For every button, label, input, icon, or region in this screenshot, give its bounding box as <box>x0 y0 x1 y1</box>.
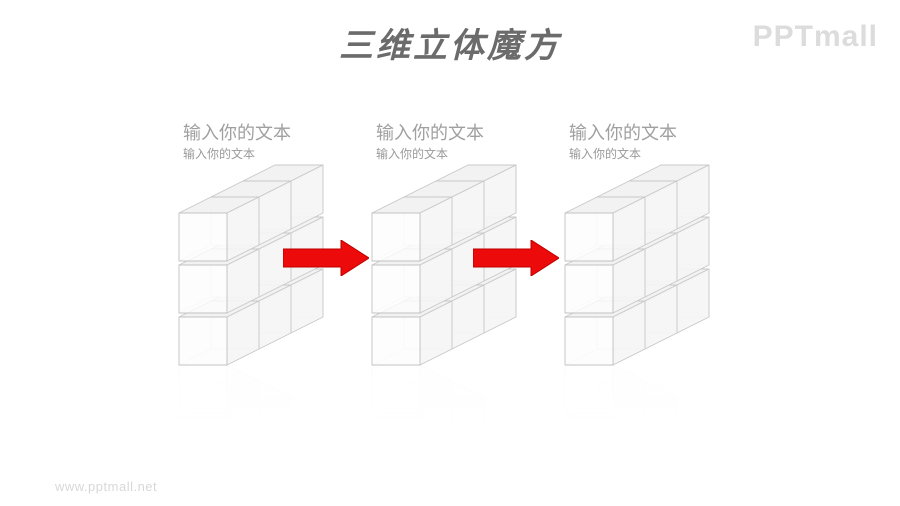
cube-cluster-svg <box>175 164 329 506</box>
right-arrow-1 <box>283 240 369 276</box>
right-arrow-2 <box>473 240 559 276</box>
cube-cluster-svg <box>368 164 522 506</box>
right-arrow-icon <box>283 240 369 276</box>
pptmall-logo: PPTmall <box>752 20 878 53</box>
group-3-heading: 输入你的文本 <box>569 123 677 143</box>
group-1-heading: 输入你的文本 <box>183 123 291 143</box>
group-3-subheading: 输入你的文本 <box>569 147 642 161</box>
group-2-subheading: 输入你的文本 <box>376 147 449 161</box>
group-1-subheading: 输入你的文本 <box>183 147 256 161</box>
cube-cluster-1 <box>175 163 329 506</box>
slide-title: 三维立体魔方 <box>339 27 561 65</box>
group-2-heading: 输入你的文本 <box>376 123 484 143</box>
right-arrow-icon <box>473 240 559 276</box>
cube-cluster-svg <box>561 164 715 506</box>
cube-cluster-2 <box>368 163 522 506</box>
watermark-url: www.pptmall.net <box>55 479 158 494</box>
cube-cluster-3 <box>561 163 715 506</box>
cube-group-3: 输入你的文本 输入你的文本 <box>561 122 731 506</box>
